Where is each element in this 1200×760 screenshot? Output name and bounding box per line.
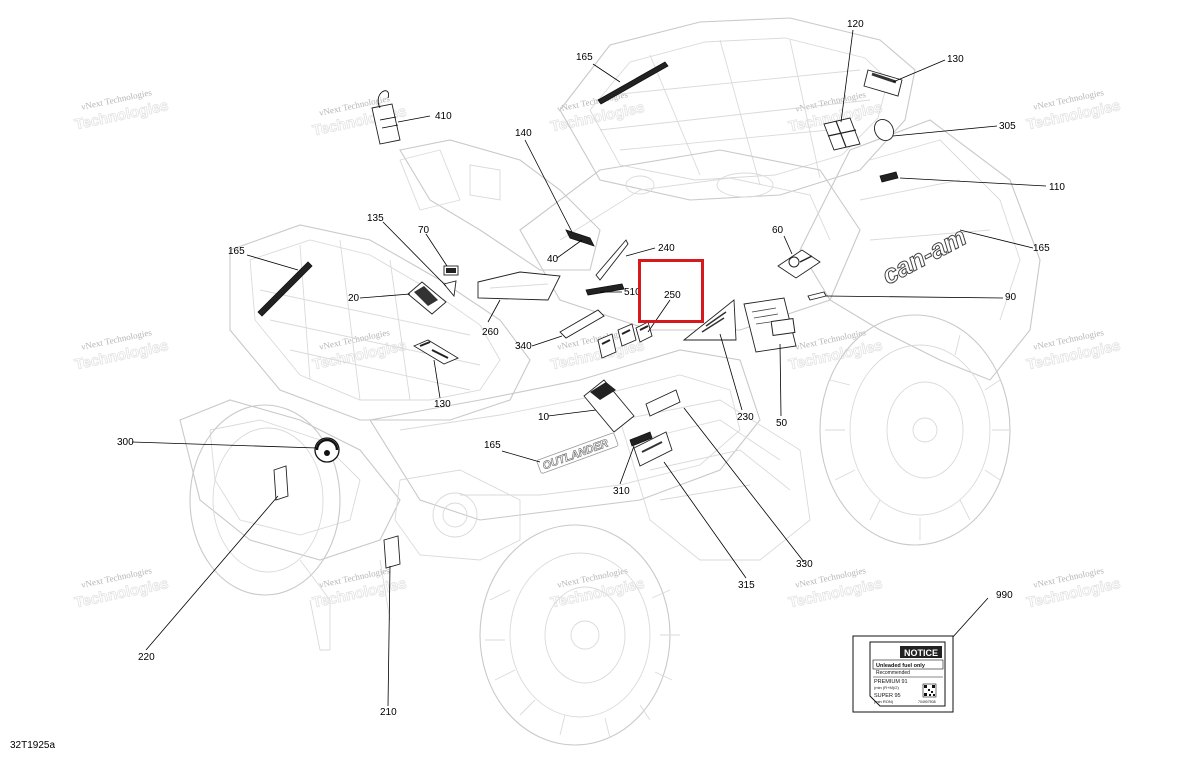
decal-230	[682, 299, 737, 341]
decal-315	[633, 431, 673, 467]
decals	[257, 61, 903, 569]
callout-240: 240	[658, 243, 675, 254]
callout-165: 165	[484, 440, 501, 451]
decal-165-rack	[597, 61, 669, 105]
callout-305: 305	[999, 121, 1016, 132]
decal-120	[823, 117, 861, 151]
decal-130-rack	[863, 69, 903, 97]
callout-210: 210	[380, 707, 397, 718]
notice-line4: (min (R+M)/2)	[874, 685, 899, 690]
callout-260: 260	[482, 327, 499, 338]
callout-315: 315	[738, 580, 755, 591]
callout-165: 165	[576, 52, 593, 63]
notice-heading: NOTICE	[904, 648, 938, 658]
decal-cluster-250	[597, 321, 653, 359]
decal-305	[874, 119, 894, 141]
can-am-logo: can-am	[877, 221, 971, 290]
decal-110	[879, 171, 899, 183]
decal-165-front	[257, 261, 313, 317]
callout-20: 20	[348, 293, 360, 304]
decal-310	[629, 431, 653, 447]
decal-330	[645, 389, 681, 417]
callout-130: 130	[947, 54, 964, 65]
callout-300: 300	[117, 437, 134, 448]
notice-fuel-label: NOTICE Unleaded fuel only Recommended PR…	[852, 635, 954, 713]
callout-410: 410	[435, 111, 452, 122]
callout-10: 10	[538, 412, 550, 423]
decal-60	[777, 249, 821, 279]
callout-60: 60	[772, 225, 784, 236]
callout-250: 250	[664, 290, 681, 301]
callout-230: 230	[737, 412, 754, 423]
callout-165: 165	[228, 246, 245, 257]
decal-130-front	[413, 339, 459, 365]
decal-210	[383, 535, 401, 569]
callout-165: 165	[1033, 243, 1050, 254]
diagram-id-label: 32T1925a	[10, 740, 56, 751]
callout-130: 130	[434, 399, 451, 410]
decal-410-tag	[371, 90, 401, 145]
decal-510	[585, 283, 625, 296]
callout-140: 140	[515, 128, 532, 139]
callout-310: 310	[613, 486, 630, 497]
callout-330: 330	[796, 559, 813, 570]
decal-340	[559, 309, 605, 339]
notice-line1: Unleaded fuel only	[876, 663, 926, 669]
notice-line3: PREMIUM 91	[874, 679, 908, 685]
callout-220: 220	[138, 652, 155, 663]
callout-50: 50	[776, 418, 788, 429]
callout-labels: 165 120 130 410 305 140 110 135 70 60 16…	[117, 19, 1065, 718]
qr-code-icon	[922, 683, 937, 698]
notice-line5: SUPER 95	[874, 693, 901, 699]
highlight-selection-box[interactable]	[638, 259, 704, 323]
callout-70: 70	[418, 225, 430, 236]
callout-510: 510	[624, 287, 641, 298]
callout-110: 110	[1049, 182, 1065, 193]
callout-40: 40	[547, 254, 559, 265]
notice-line2: Recommended	[876, 670, 910, 676]
decal-10	[583, 379, 635, 433]
decal-240	[595, 239, 629, 281]
callout-990: 990	[996, 590, 1013, 601]
callout-120: 120	[847, 19, 864, 30]
watermark-layer: vNext Technologies Technologies vNext Te…	[73, 87, 1123, 612]
notice-line6: (min RON)	[874, 699, 894, 704]
callout-135: 135	[367, 213, 384, 224]
decal-90	[807, 291, 827, 301]
callout-340: 340	[515, 341, 532, 352]
decal-300-badge	[314, 437, 340, 463]
decal-220	[273, 465, 289, 501]
callout-90: 90	[1005, 292, 1017, 303]
decal-50	[743, 297, 797, 353]
notice-code: 704907508	[918, 700, 936, 704]
leader-lines	[131, 29, 1047, 707]
decal-135	[443, 280, 457, 298]
decal-140	[565, 229, 595, 247]
